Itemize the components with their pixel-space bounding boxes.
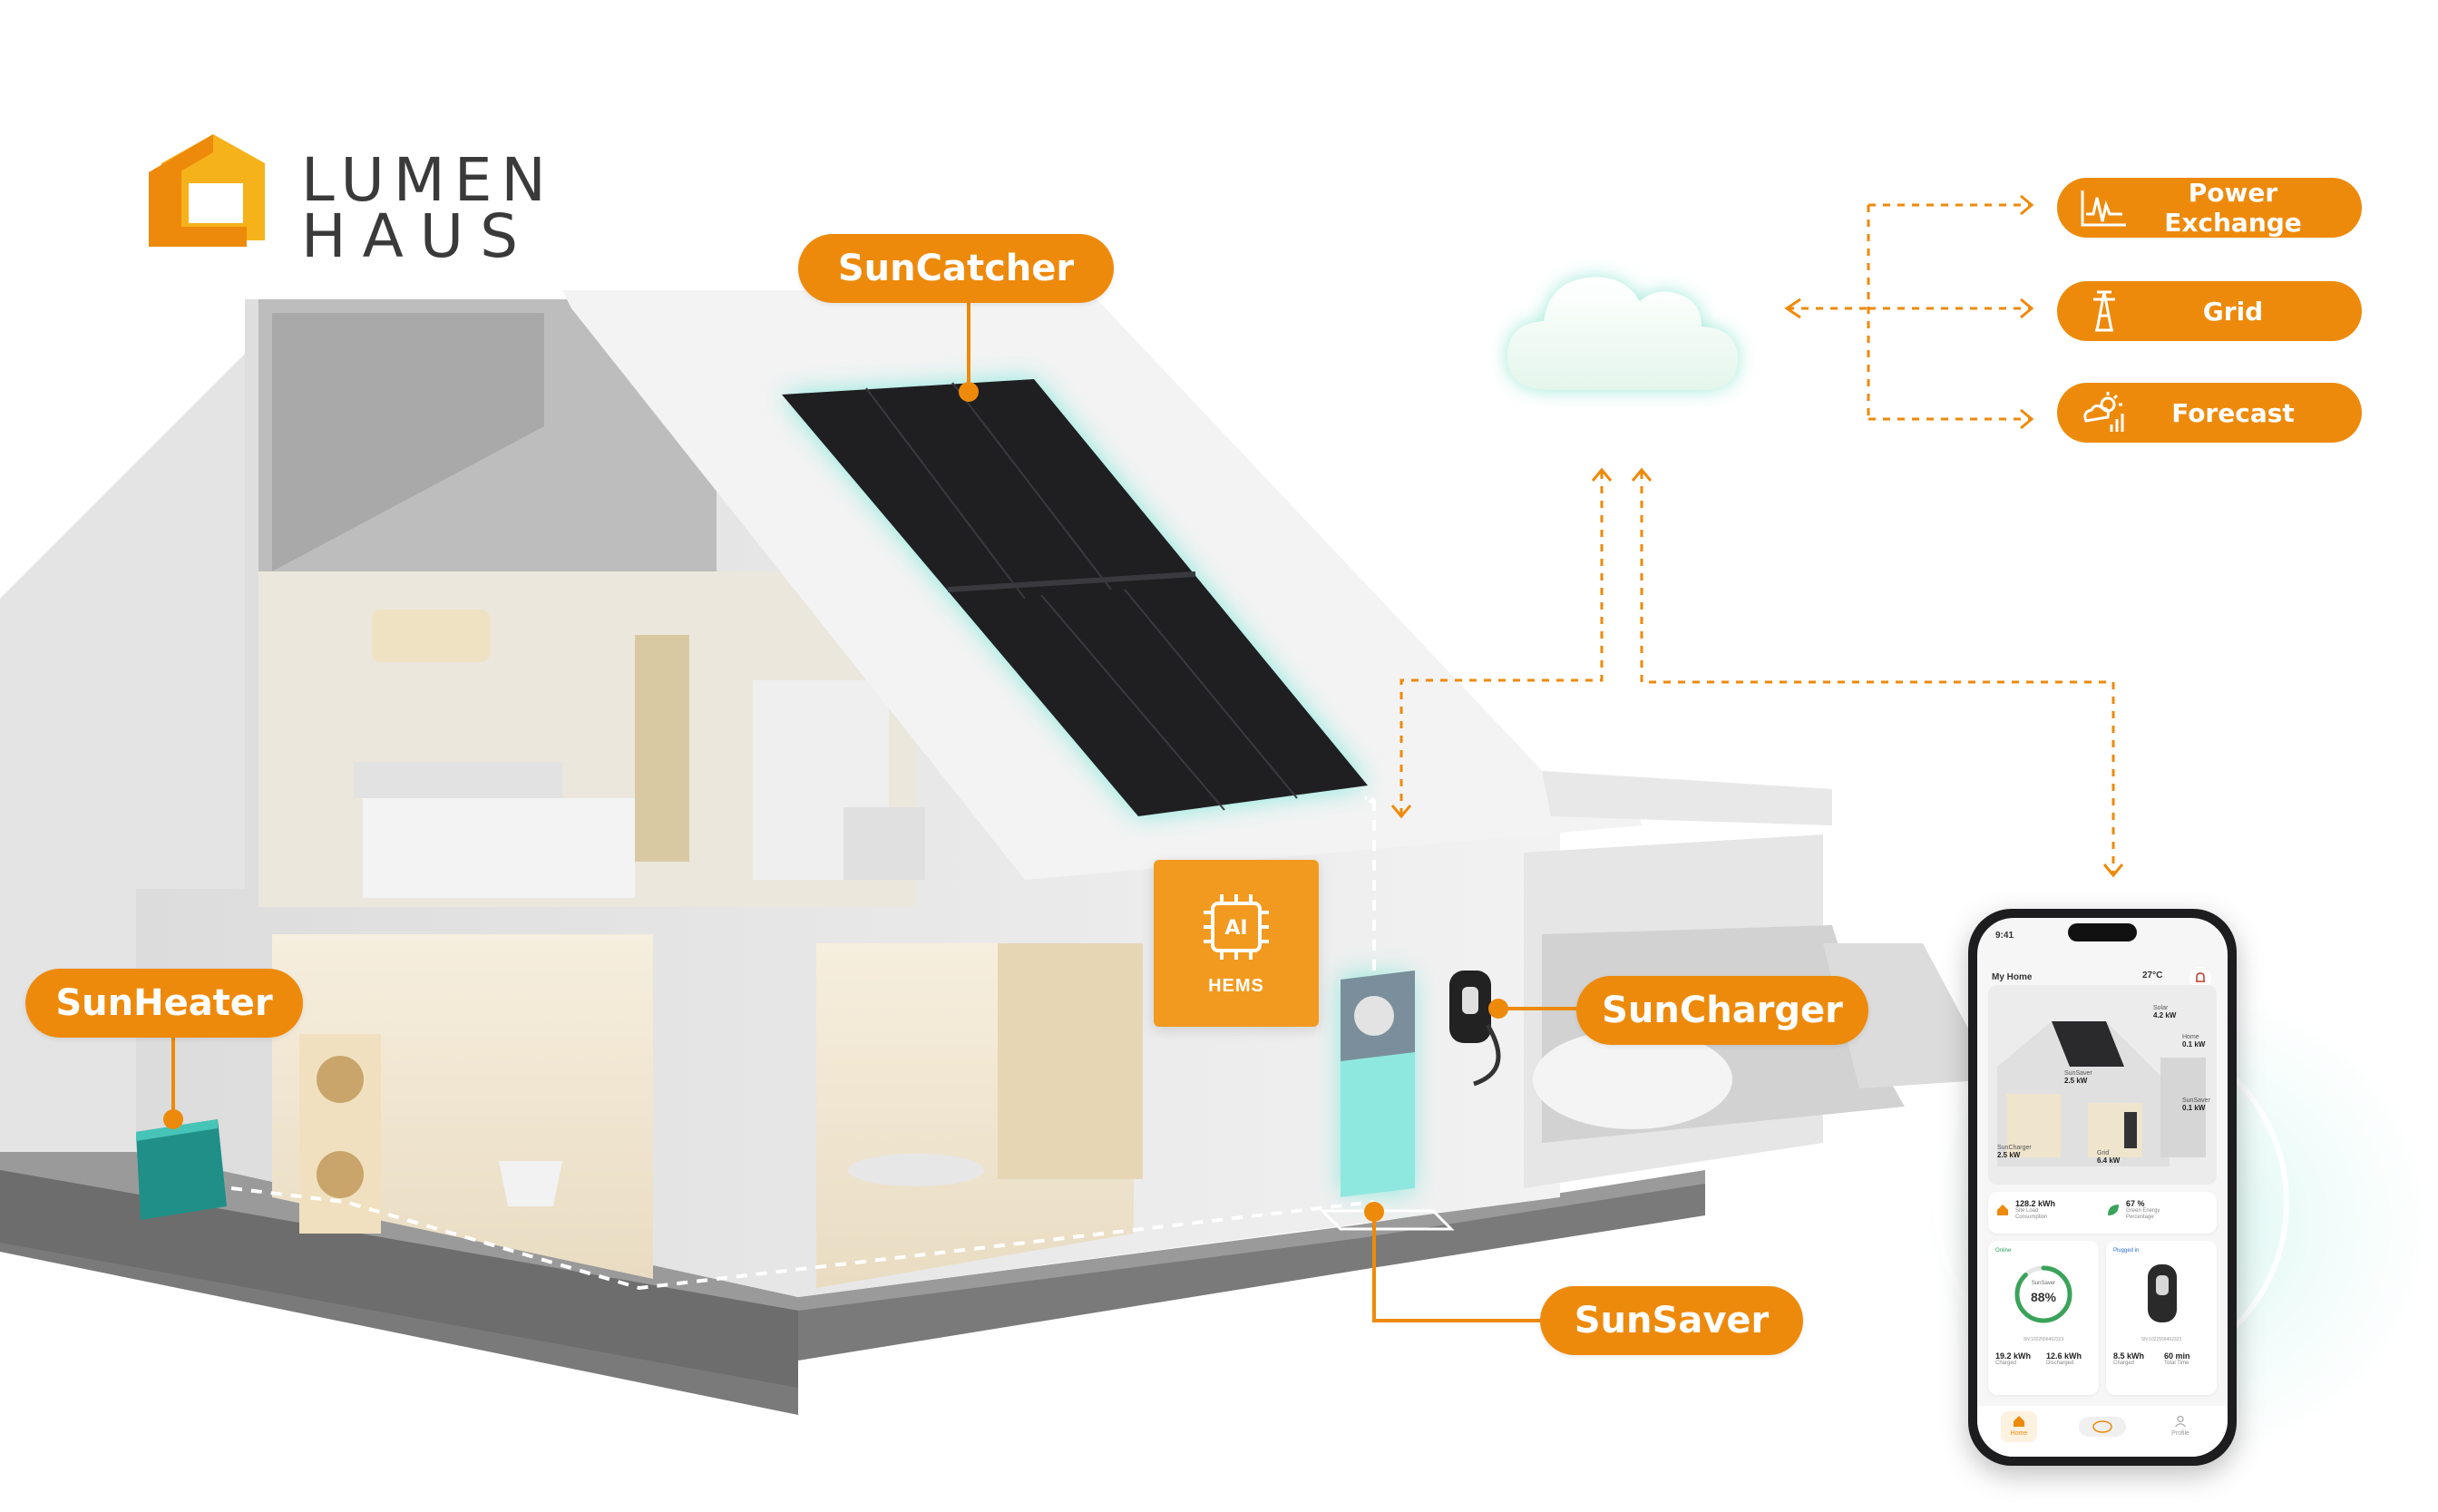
sunsaver-serial: SN:1022556462323 xyxy=(2023,1337,2064,1342)
logo-mark xyxy=(149,134,265,247)
home-icon xyxy=(2014,1416,2024,1427)
suncharger-card[interactable]: Plugged in SN:1022556462323 8.5 kWh Char… xyxy=(2106,1241,2217,1395)
service-label: Power Exchange xyxy=(2164,178,2302,238)
green-value: 67 % xyxy=(2126,1199,2145,1208)
sunsaver-discharged-value: 12.6 kWh xyxy=(2046,1351,2082,1361)
suncharger-charged-label: Charged xyxy=(2113,1361,2135,1366)
bell-icon xyxy=(2196,972,2205,982)
suncharger-serial: SN:1022556462323 xyxy=(2141,1337,2182,1342)
nav-profile-tab[interactable]: Profile xyxy=(2162,1411,2199,1442)
app-title: My Home xyxy=(1992,972,2033,982)
logo-text-line1: LUMEN xyxy=(301,145,555,215)
phone-notch xyxy=(2068,923,2137,941)
sunsaver-card[interactable]: Online SunSaver 88% SN:1022556462323 19.… xyxy=(1988,1241,2099,1395)
center-action-button[interactable] xyxy=(2079,1417,2126,1437)
suncharger-time-value: 60 min xyxy=(2164,1351,2190,1361)
service-label: Forecast xyxy=(2171,397,2295,428)
sunsaver-ring xyxy=(2014,1265,2072,1323)
wallbox-icon xyxy=(2148,1264,2177,1322)
ai-chip-text: AI xyxy=(1224,917,1247,940)
suncharger-status: Plugged in xyxy=(2113,1248,2140,1253)
sunsaver-charged-label: Charged xyxy=(1995,1361,2017,1366)
suncharger-label: SunCharger xyxy=(1576,976,1868,1045)
app-house-image xyxy=(1988,985,2217,1185)
nav-home-tab[interactable]: Home xyxy=(2001,1411,2037,1442)
green-caption: Green Energy Percentage xyxy=(2126,1208,2160,1220)
home-energy-icon xyxy=(1997,1205,2008,1215)
grid-tower-icon xyxy=(2093,290,2115,332)
service-power-exchange: Power Exchange xyxy=(2057,178,2362,238)
power-exchange-icon xyxy=(2081,190,2126,227)
suncatcher-label: SunCatcher xyxy=(798,234,1114,303)
nav-home-label: Home xyxy=(2010,1430,2028,1437)
sunsaver-charged-value: 19.2 kWh xyxy=(1995,1351,2032,1361)
sunsaver-discharged-label: Discharged xyxy=(2046,1361,2074,1366)
app-temperature: 27°C xyxy=(2142,971,2163,980)
sunsaver-status: Online xyxy=(1995,1248,2012,1253)
ai-chip-icon: AI xyxy=(1204,893,1269,960)
hems-box: AI HEMS xyxy=(1154,860,1319,1027)
load-caption: Site Load Consumption xyxy=(2015,1208,2048,1220)
service-label: Grid xyxy=(2202,296,2264,327)
sunsaver-percent: 88% xyxy=(2030,1290,2057,1304)
energy-stats-card: 128.2 kWh Site Load Consumption 67 % Gre… xyxy=(1988,1192,2217,1234)
nav-profile-label: Profile xyxy=(2171,1430,2189,1437)
suncharger-time-label: Total Time xyxy=(2164,1361,2189,1366)
sunheater-label: SunHeater xyxy=(25,969,303,1038)
service-grid: Grid xyxy=(2057,281,2362,341)
cloud-icon xyxy=(1507,277,1738,390)
logo-text-line2: HAUS xyxy=(301,201,534,271)
app-house-drawing xyxy=(1997,1021,2206,1166)
suncharger-charged-value: 8.5 kWh xyxy=(2113,1351,2145,1361)
sunsaver-ring-label: SunSaver xyxy=(2031,1281,2056,1286)
service-forecast: Forecast xyxy=(2057,383,2362,443)
hems-label: HEMS xyxy=(1208,975,1264,996)
forecast-icon xyxy=(2083,392,2124,432)
status-bar-time: 9:41 xyxy=(1995,931,2014,941)
device-icon xyxy=(2092,1420,2112,1433)
profile-icon xyxy=(2175,1415,2186,1428)
sunsaver-label: SunSaver xyxy=(1540,1286,1803,1355)
leaf-icon xyxy=(2108,1205,2119,1215)
load-value: 128.2 kWh xyxy=(2015,1199,2056,1208)
